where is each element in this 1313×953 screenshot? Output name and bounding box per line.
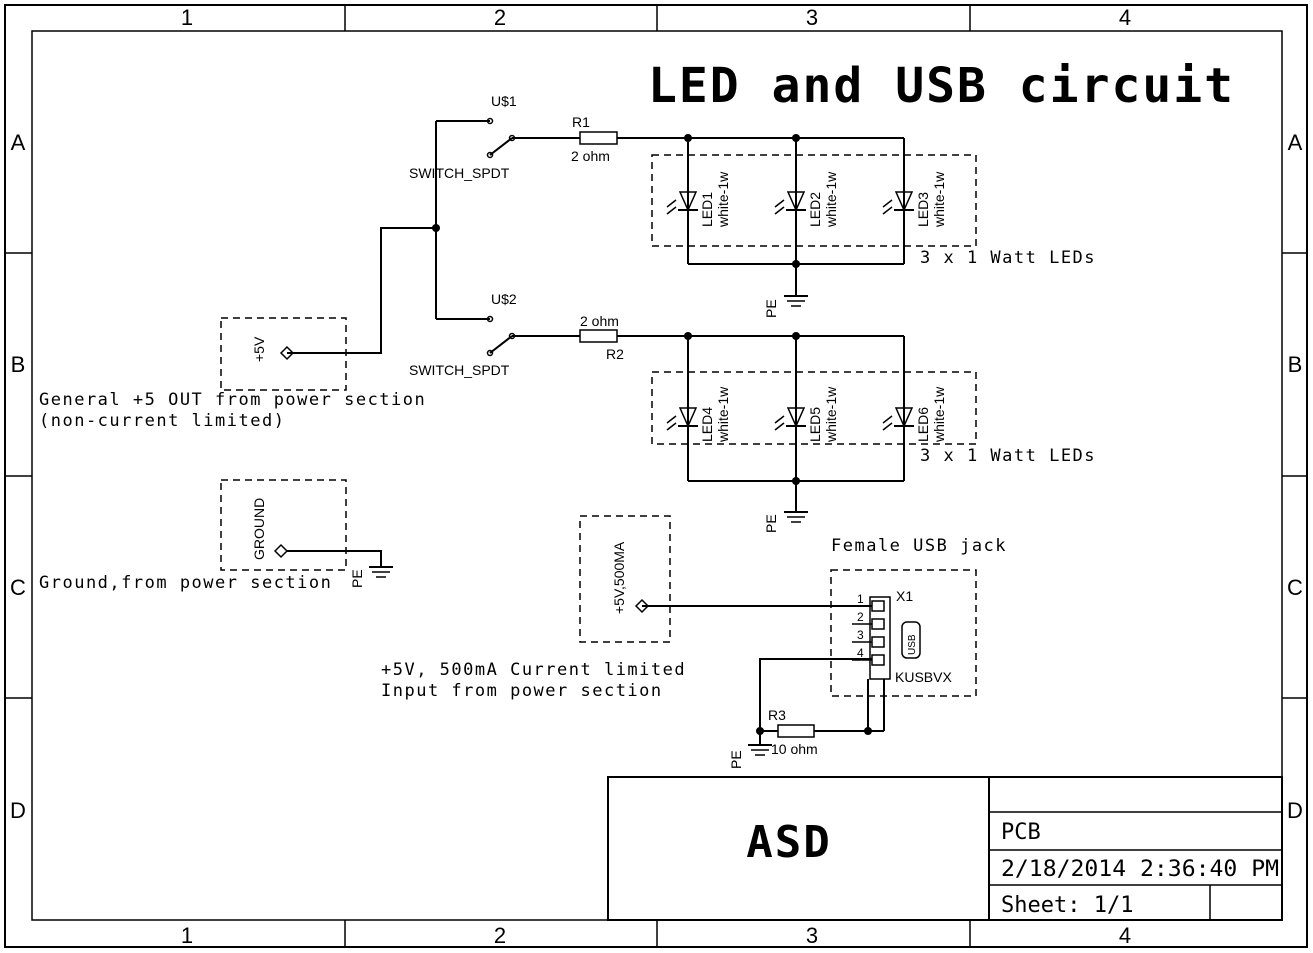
usb-pin-number: 3 bbox=[857, 628, 864, 642]
resistor-r3-ref: R3 bbox=[768, 707, 786, 723]
led6-ref: LED6 bbox=[915, 407, 931, 442]
ground-symbol-label: PE bbox=[763, 299, 779, 318]
led-group-2-outline bbox=[651, 371, 977, 445]
usb-body-text: USB bbox=[907, 634, 918, 655]
resistor-r3-value: 10 ohm bbox=[771, 741, 818, 757]
row-label: A bbox=[11, 130, 26, 155]
title-block: ASD PCB 2/18/2014 2:36:40 PM Sheet: 1/1 bbox=[607, 776, 1283, 921]
row-label: C bbox=[10, 575, 26, 600]
row-label: D bbox=[10, 798, 26, 823]
row-label: B bbox=[11, 352, 26, 377]
ground-note: Ground,from power section bbox=[39, 573, 332, 593]
led6: LED6 white-1w bbox=[882, 386, 947, 443]
led2-ref: LED2 bbox=[807, 192, 823, 227]
switch-u2: U$2 SWITCH_SPDT bbox=[409, 291, 517, 378]
row-label: B bbox=[1288, 352, 1303, 377]
resistor-r2: 2 ohm R2 bbox=[579, 313, 624, 362]
title-block-name: ASD bbox=[746, 817, 831, 868]
usb-pin-number: 4 bbox=[857, 646, 864, 660]
usb-pin-number: 1 bbox=[857, 592, 864, 606]
pin-5v: +5V bbox=[220, 317, 347, 391]
resistor-r2-value: 2 ohm bbox=[580, 313, 619, 329]
switch-u2-ref: U$2 bbox=[491, 291, 517, 307]
led-group-1-note: 3 x 1 Watt LEDs bbox=[920, 248, 1096, 268]
title-block-sheet: Sheet: 1/1 bbox=[1001, 893, 1133, 918]
led2: LED2 white-1w bbox=[774, 171, 839, 228]
led4: LED4 white-1w bbox=[666, 386, 731, 443]
column-label: 3 bbox=[806, 923, 818, 948]
ground-symbol-2: PE bbox=[763, 511, 808, 533]
led4-ref: LED4 bbox=[699, 407, 715, 442]
column-label: 1 bbox=[181, 923, 193, 948]
junctions bbox=[432, 134, 872, 735]
frame-column-labels: 1 2 3 4 1 2 3 4 bbox=[181, 5, 1131, 948]
led4-value: white-1w bbox=[715, 386, 731, 443]
column-label: 4 bbox=[1119, 923, 1131, 948]
led-group-2-note: 3 x 1 Watt LEDs bbox=[920, 446, 1096, 466]
led6-value: white-1w bbox=[931, 386, 947, 443]
switch-u1: U$1 SWITCH_SPDT bbox=[409, 93, 517, 181]
led1: LED1 white-1w bbox=[666, 171, 731, 228]
ground-symbol-1: PE bbox=[763, 295, 808, 318]
led1-ref: LED1 bbox=[699, 192, 715, 227]
pin-5v-500ma: +5V,500MA bbox=[579, 515, 671, 643]
led5-ref: LED5 bbox=[807, 407, 823, 442]
led5-value: white-1w bbox=[823, 386, 839, 443]
led2-value: white-1w bbox=[823, 171, 839, 228]
column-label: 2 bbox=[494, 5, 506, 30]
pin-5v-500ma-label: +5V,500MA bbox=[611, 541, 627, 614]
pin-ground-label: GROUND bbox=[251, 498, 267, 560]
usb-value: KUSBVX bbox=[895, 669, 952, 685]
led3-value: white-1w bbox=[931, 171, 947, 228]
frame-row-labels: A B C D A B C D bbox=[10, 130, 1303, 823]
resistor-r1-value: 2 ohm bbox=[571, 148, 610, 164]
input-note-line2: Input from power section bbox=[381, 681, 663, 701]
ground-symbol-label: PE bbox=[763, 514, 779, 533]
switch-u1-ref: U$1 bbox=[491, 93, 517, 109]
row-label: C bbox=[1287, 575, 1303, 600]
resistor-r1: R1 2 ohm bbox=[571, 114, 618, 164]
usb-jack-note: Female USB jack bbox=[831, 536, 1007, 556]
row-label: A bbox=[1288, 130, 1303, 155]
title-block-doc-type: PCB bbox=[1001, 820, 1041, 845]
general-5v-note-line2: (non-current limited) bbox=[39, 411, 285, 431]
switch-u2-value: SWITCH_SPDT bbox=[409, 362, 510, 378]
led3: LED3 white-1w bbox=[882, 171, 947, 228]
ground-symbol-3: PE bbox=[349, 566, 393, 588]
usb-pin-number: 2 bbox=[857, 610, 864, 624]
led5: LED5 white-1w bbox=[774, 386, 839, 443]
column-label: 4 bbox=[1119, 5, 1131, 30]
usb-symbol-icon bbox=[901, 621, 921, 659]
led-group-1-outline bbox=[651, 154, 977, 247]
drawing-title: LED and USB circuit bbox=[648, 58, 1235, 114]
column-label: 2 bbox=[494, 923, 506, 948]
led1-value: white-1w bbox=[715, 171, 731, 228]
pin-ground: GROUND bbox=[220, 479, 347, 571]
switch-u1-value: SWITCH_SPDT bbox=[409, 165, 510, 181]
row-label: D bbox=[1287, 798, 1303, 823]
resistor-r1-ref: R1 bbox=[572, 114, 590, 130]
input-note-line1: +5V, 500mA Current limited bbox=[381, 660, 686, 680]
column-label: 1 bbox=[181, 5, 193, 30]
pin-5v-label: +5V bbox=[251, 336, 267, 362]
resistor-r3: R3 10 ohm bbox=[768, 707, 818, 757]
title-block-datetime: 2/18/2014 2:36:40 PM bbox=[1001, 857, 1279, 882]
ground-symbol-label: PE bbox=[349, 569, 365, 588]
column-label: 3 bbox=[806, 5, 818, 30]
drawing-frame bbox=[4, 4, 1308, 948]
resistor-r2-ref: R2 bbox=[606, 346, 624, 362]
ground-symbol-label: PE bbox=[728, 750, 744, 769]
general-5v-note-line1: General +5 OUT from power section bbox=[39, 390, 426, 410]
usb-ref: X1 bbox=[896, 588, 913, 604]
led3-ref: LED3 bbox=[915, 192, 931, 227]
ground-symbol-4: PE bbox=[728, 744, 772, 769]
usb-connector-x1: 1 2 3 4 USB X1 KUSBVX bbox=[830, 569, 977, 697]
